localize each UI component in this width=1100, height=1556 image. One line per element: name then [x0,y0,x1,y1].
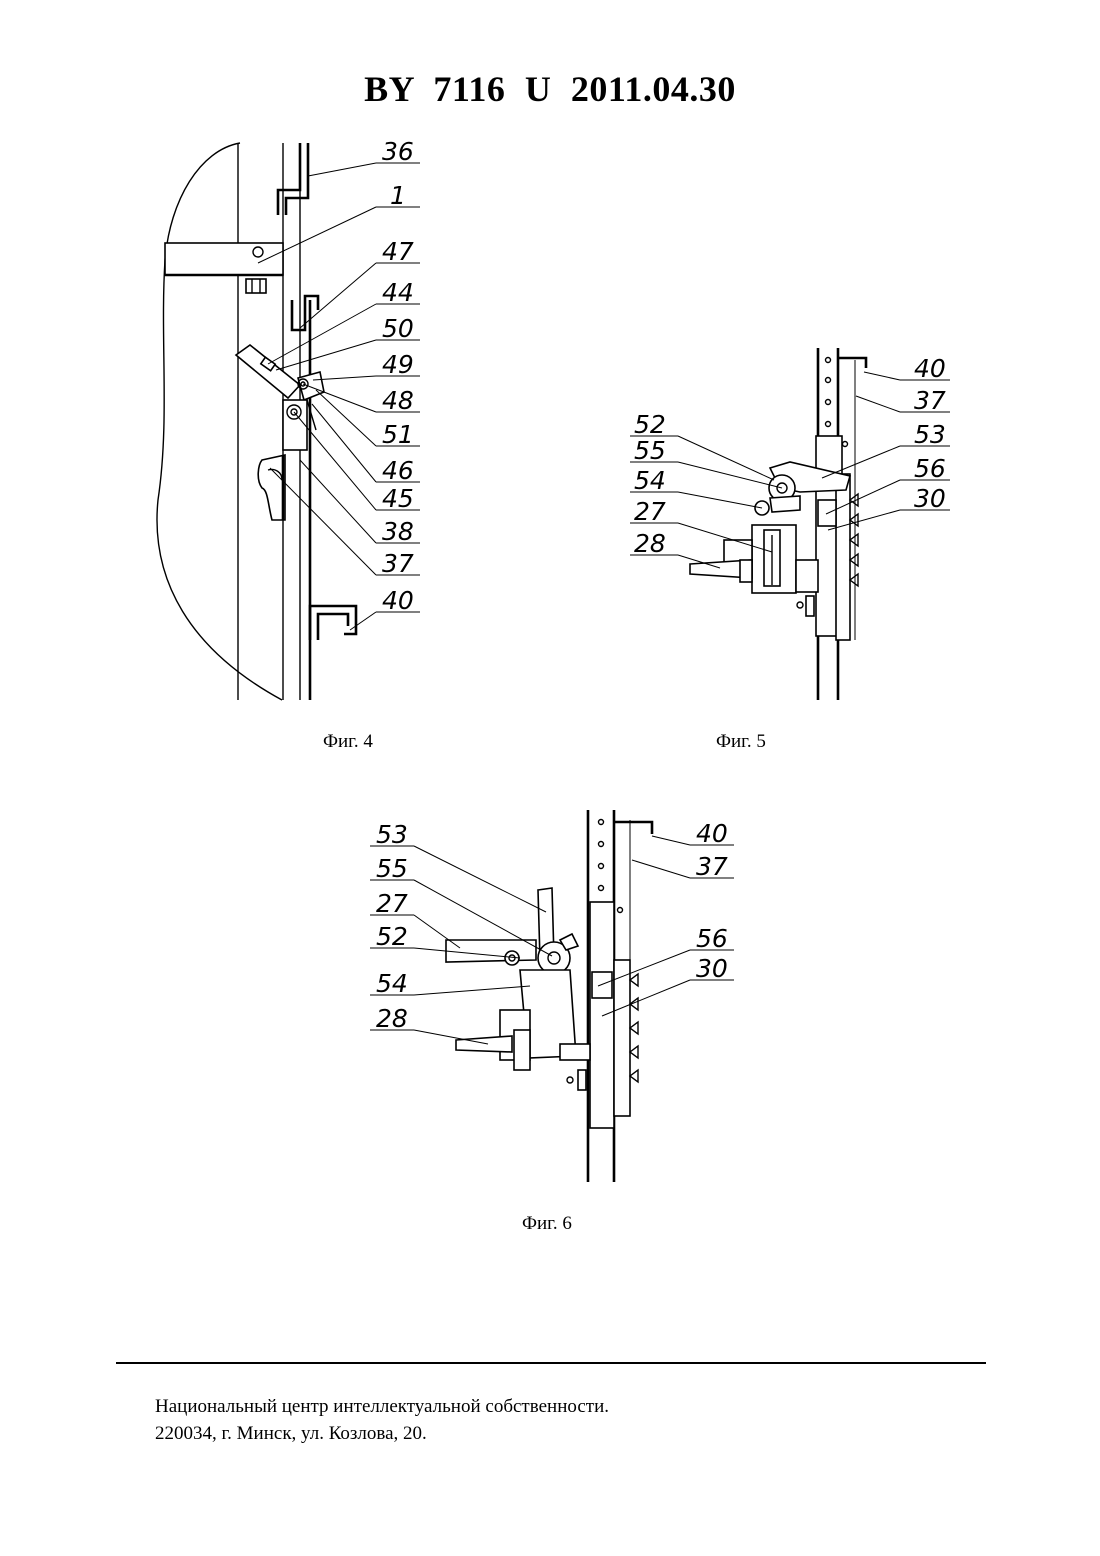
fig4-label-44: 44 [382,278,414,307]
fig4-label-45: 45 [382,484,414,513]
figure-5-caption: Фиг. 5 [716,731,766,753]
fig6-label-27: 27 [376,889,408,918]
fig5-label-53: 53 [914,420,946,449]
fig6-label-28: 28 [376,1004,408,1033]
footer-organization: Национальный центр интеллектуальной собс… [155,1393,609,1420]
figure-6-caption: Фиг. 6 [522,1213,572,1235]
footer-divider [116,1362,986,1364]
fig4-label-40: 40 [382,586,414,615]
fig6-label-40: 40 [696,819,728,848]
fig6-label-37: 37 [696,852,728,881]
fig5-label-28: 28 [634,529,666,558]
fig4-label-38: 38 [382,517,414,546]
figure-4: 36 1 47 44 50 49 48 51 46 45 38 37 40 [140,130,440,720]
fig4-label-37: 37 [382,549,414,578]
fig4-label-49: 49 [382,350,414,379]
fig6-label-55: 55 [376,854,408,883]
fig6-label-52: 52 [376,922,408,951]
figure-6: 40 37 53 55 27 52 56 30 54 28 [365,800,745,1190]
footer-address: 220034, г. Минск, ул. Козлова, 20. [155,1420,609,1447]
fig6-label-53: 53 [376,820,408,849]
footer: Национальный центр интеллектуальной собс… [155,1393,609,1447]
fig5-label-55: 55 [634,436,666,465]
fig5-label-52: 52 [634,410,666,439]
figure-5: 40 37 53 52 55 54 56 30 27 28 [620,340,960,710]
figure-4-caption: Фиг. 4 [323,731,373,753]
fig4-label-51: 51 [382,420,414,449]
fig4-label-36: 36 [382,137,414,166]
fig6-label-56: 56 [696,924,728,953]
fig4-label-46: 46 [382,456,414,485]
fig5-label-27: 27 [634,497,666,526]
fig6-label-54: 54 [376,969,408,998]
figure-5-drawing: 40 37 53 52 55 54 56 30 27 28 [620,340,960,710]
fig5-label-40: 40 [914,354,946,383]
figure-6-drawing: 40 37 53 55 27 52 56 30 54 28 [365,800,745,1190]
document-title: BY 7116 U 2011.04.30 [0,68,1100,110]
fig5-label-54: 54 [634,466,666,495]
fig5-label-56: 56 [914,454,946,483]
fig4-label-50: 50 [382,314,414,343]
fig4-label-47: 47 [382,237,414,266]
fig6-label-30: 30 [696,954,728,983]
figure-4-drawing: 36 1 47 44 50 49 48 51 46 45 38 37 40 [140,130,440,720]
fig5-label-30: 30 [914,484,946,513]
fig5-label-37: 37 [914,386,946,415]
fig4-label-1: 1 [390,181,406,210]
fig4-label-48: 48 [382,386,414,415]
